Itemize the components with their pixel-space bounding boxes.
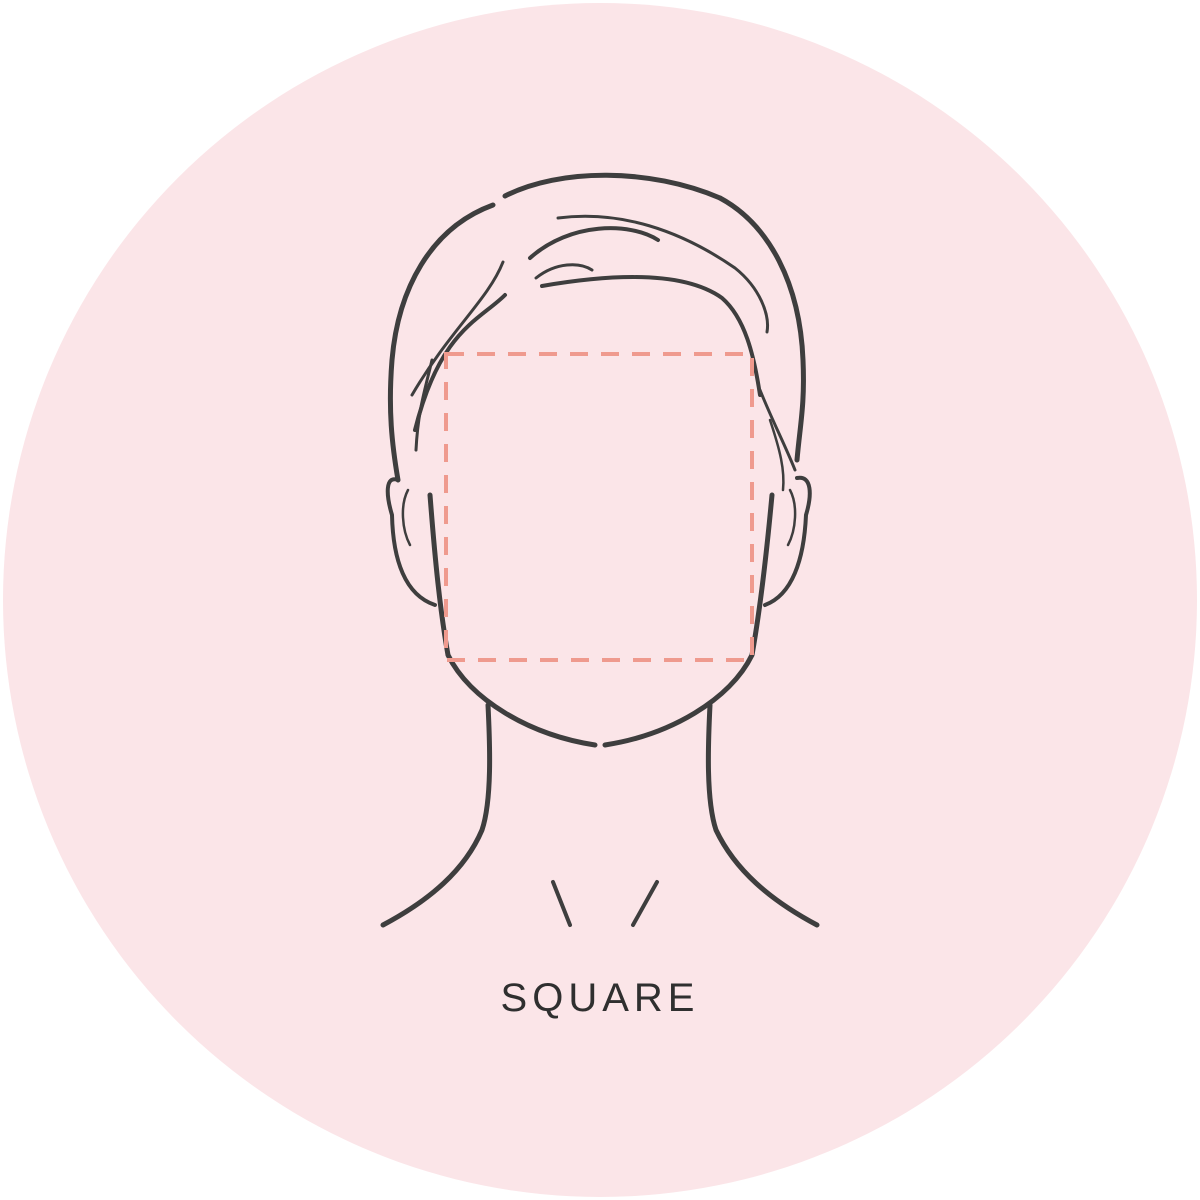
neck-and-shoulders xyxy=(380,702,820,928)
background-circle xyxy=(3,3,1197,1197)
square-guide-outline xyxy=(444,352,754,662)
ears xyxy=(385,475,812,607)
face-outline xyxy=(427,492,775,748)
hair-lines xyxy=(387,172,806,492)
face-shape-label: SQUARE xyxy=(500,976,700,1020)
